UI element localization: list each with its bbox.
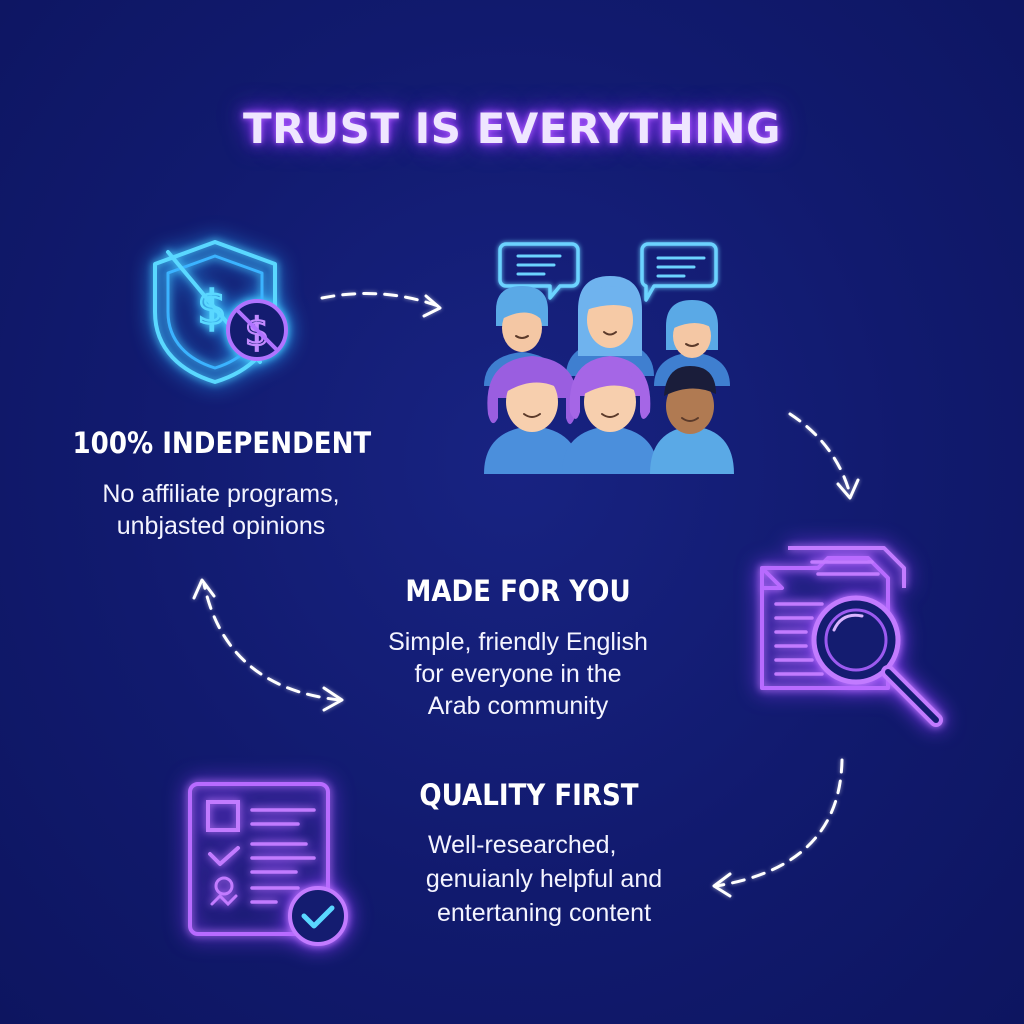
quality-first-description: Well-researched, genuianly helpful and e… [394,828,694,930]
checklist-approved-icon [188,782,348,946]
svg-text:$: $ [197,281,226,335]
independent-description: No affiliate programs, unbjasted opinion… [56,478,386,542]
made-for-you-description: Simple, friendly English for everyone in… [358,626,678,722]
desc-line: unbjasted opinions [116,512,326,540]
page-title: TRUST IS EVERYTHING [242,104,781,153]
made-for-you-heading: MADE FOR YOU [405,574,631,608]
desc-line: entertaning content [436,899,652,927]
community-chat-icon [484,242,734,474]
desc-line: Arab community [427,692,609,720]
desc-line: No affiliate programs, [102,480,340,508]
desc-line: Well-researched, [428,831,617,859]
quality-first-heading: QUALITY FIRST [419,778,639,812]
desc-line: genuianly helpful and [425,865,663,893]
document-search-icon [760,546,943,727]
independent-heading: 100% INDEPENDENT [72,426,372,460]
shield-no-money-icon: $ $ [153,240,288,384]
desc-line: for everyone in the [414,660,622,688]
desc-line: Simple, friendly English [388,628,648,656]
